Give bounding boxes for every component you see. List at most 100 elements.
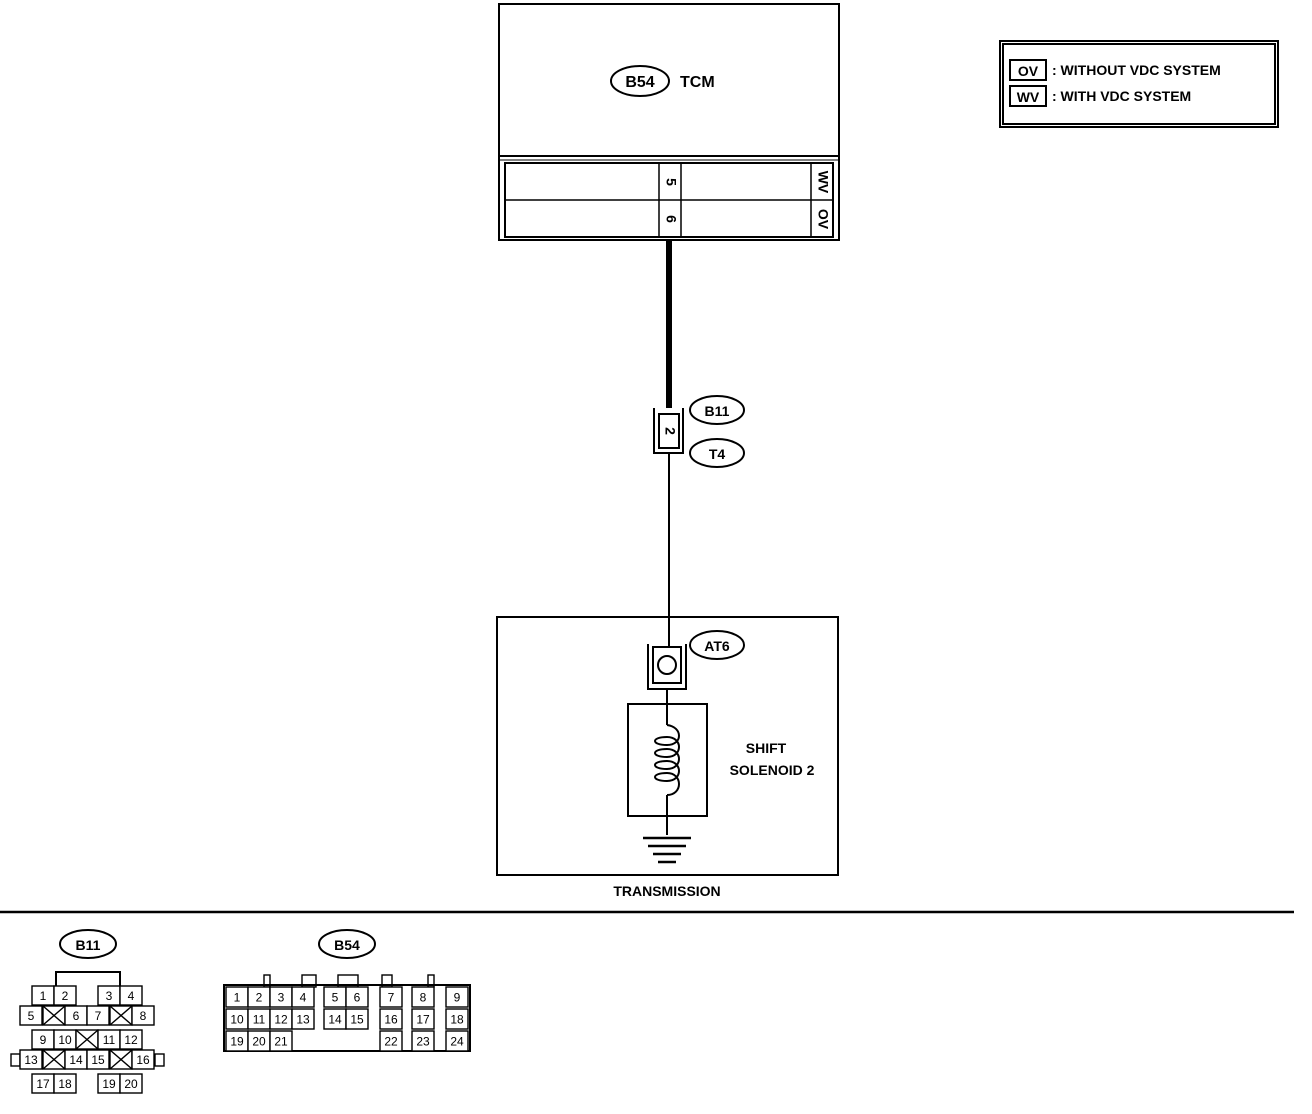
b54-pin: 5 xyxy=(332,991,339,1005)
joint-lower-badge xyxy=(689,438,745,468)
b54-pin-cell xyxy=(411,1030,435,1052)
b54-pin: 15 xyxy=(350,1013,364,1027)
b54-pin: 2 xyxy=(256,991,263,1005)
b11-pin: 18 xyxy=(58,1077,72,1091)
b11-pin-cell xyxy=(119,1029,143,1050)
b54-pin-cell xyxy=(411,1008,435,1030)
tcm-connector-badge xyxy=(610,65,670,97)
b54-pin: 7 xyxy=(388,991,395,1005)
b54-pin: 11 xyxy=(253,1013,266,1027)
b54-pin: 14 xyxy=(328,1013,342,1027)
blank-pin-mark xyxy=(109,1005,133,1026)
b54-pin-cell xyxy=(345,1008,369,1030)
b11-pin: 7 xyxy=(95,1009,102,1023)
legend-text-ov: : WITHOUT VDC SYSTEM xyxy=(1052,62,1221,78)
b11-pin-cell xyxy=(19,1005,43,1026)
b54-pin: 17 xyxy=(416,1013,430,1027)
legend-code-wv: WV xyxy=(1017,89,1040,105)
b11-pin-cell xyxy=(131,1049,155,1070)
b11-pin: 4 xyxy=(128,989,135,1003)
b54-pin: 23 xyxy=(416,1035,430,1049)
b11-pin: 6 xyxy=(73,1009,80,1023)
b54-pin: 9 xyxy=(454,991,461,1005)
joint-upper-badge xyxy=(689,395,745,425)
tcm-variant-wv: WV xyxy=(815,171,831,194)
blank-pin-mark xyxy=(42,1049,66,1070)
b11-pin-cell xyxy=(119,985,143,1006)
b54-pin: 10 xyxy=(230,1013,244,1027)
b11-pin: 2 xyxy=(62,989,69,1003)
b54-pin-cell xyxy=(445,1030,469,1052)
b11-pin-cell xyxy=(119,1073,143,1094)
b11-pin: 15 xyxy=(91,1053,105,1067)
b11-pin: 3 xyxy=(106,989,113,1003)
joint-connector: 2 B11 T4 xyxy=(653,395,745,468)
b54-pin-cell xyxy=(411,986,435,1008)
b54-pin: 4 xyxy=(300,991,307,1005)
b54-pin: 20 xyxy=(252,1035,266,1049)
solenoid-label-line2: SOLENOID 2 xyxy=(730,762,815,778)
tcm-label: TCM xyxy=(680,74,715,91)
at6-code: AT6 xyxy=(704,638,730,654)
tcm-connector-code: B54 xyxy=(625,74,654,91)
b54-pin: 22 xyxy=(384,1035,398,1049)
b54-pin: 24 xyxy=(450,1035,464,1049)
transmission-label: TRANSMISSION xyxy=(613,883,720,899)
b54-pin-cell xyxy=(379,986,403,1008)
b54-pin-cell xyxy=(445,1008,469,1030)
b54-pin-cell xyxy=(291,1008,315,1030)
b54-pin: 18 xyxy=(450,1013,464,1027)
b11-pin: 17 xyxy=(36,1077,50,1091)
b11-pin: 10 xyxy=(58,1033,72,1047)
b11-pin: 8 xyxy=(140,1009,147,1023)
tcm-variant-ov: OV xyxy=(815,209,831,230)
b54-pin: 13 xyxy=(296,1013,310,1027)
joint-upper-code: B11 xyxy=(705,403,730,419)
b11-pin-cell xyxy=(53,985,77,1006)
b54-pin: 21 xyxy=(274,1035,288,1049)
transmission-module: TRANSMISSION AT6 SHIFT SOLENOID 2 xyxy=(496,616,839,899)
blank-pin-mark xyxy=(42,1005,66,1026)
b11-pin: 19 xyxy=(102,1077,116,1091)
solenoid-label-line1: SHIFT xyxy=(746,740,787,756)
b54-pin: 3 xyxy=(278,991,285,1005)
b11-pin-cell xyxy=(131,1005,155,1026)
b54-pin: 12 xyxy=(274,1013,288,1027)
b54-pin-cell xyxy=(291,986,315,1008)
b54-pin-cell xyxy=(379,1030,403,1052)
b54-view-name: B54 xyxy=(334,937,360,953)
b54-pin: 16 xyxy=(384,1013,398,1027)
b54-housing xyxy=(223,984,471,1052)
b11-pin: 14 xyxy=(69,1053,83,1067)
b54-pin-cell xyxy=(445,986,469,1008)
b11-pin-cell xyxy=(86,1049,110,1070)
b11-pin: 13 xyxy=(24,1053,38,1067)
b54-pin-cell xyxy=(345,986,369,1008)
blank-pin-mark xyxy=(75,1029,99,1050)
b11-side-tab xyxy=(10,1053,21,1067)
b54-pin-cell xyxy=(379,1008,403,1030)
legend-code-ov: OV xyxy=(1018,63,1039,79)
b11-pin-cell xyxy=(19,1049,43,1070)
b11-pin: 11 xyxy=(103,1033,116,1047)
ground-icon xyxy=(643,836,691,864)
b54-pin: 1 xyxy=(234,991,241,1005)
joint-pin: 2 xyxy=(662,427,678,435)
b11-pin: 9 xyxy=(40,1033,47,1047)
legend-text-wv: : WITH VDC SYSTEM xyxy=(1052,88,1191,104)
tcm-pin-5: 5 xyxy=(663,178,679,186)
b54-pin: 8 xyxy=(420,991,427,1005)
blank-pin-mark xyxy=(109,1049,133,1070)
tcm-module: B54 TCM 5 6 WV OV xyxy=(498,3,840,241)
b11-pin: 12 xyxy=(124,1033,138,1047)
b11-pin: 20 xyxy=(124,1077,138,1091)
legend: OV : WITHOUT VDC SYSTEM WV : WITH VDC SY… xyxy=(999,40,1279,128)
b54-pin-cell xyxy=(269,1030,293,1052)
at6-badge xyxy=(689,630,745,660)
b11-pin-cell xyxy=(53,1073,77,1094)
b11-pin: 5 xyxy=(28,1009,35,1023)
joint-lower-code: T4 xyxy=(709,446,726,462)
